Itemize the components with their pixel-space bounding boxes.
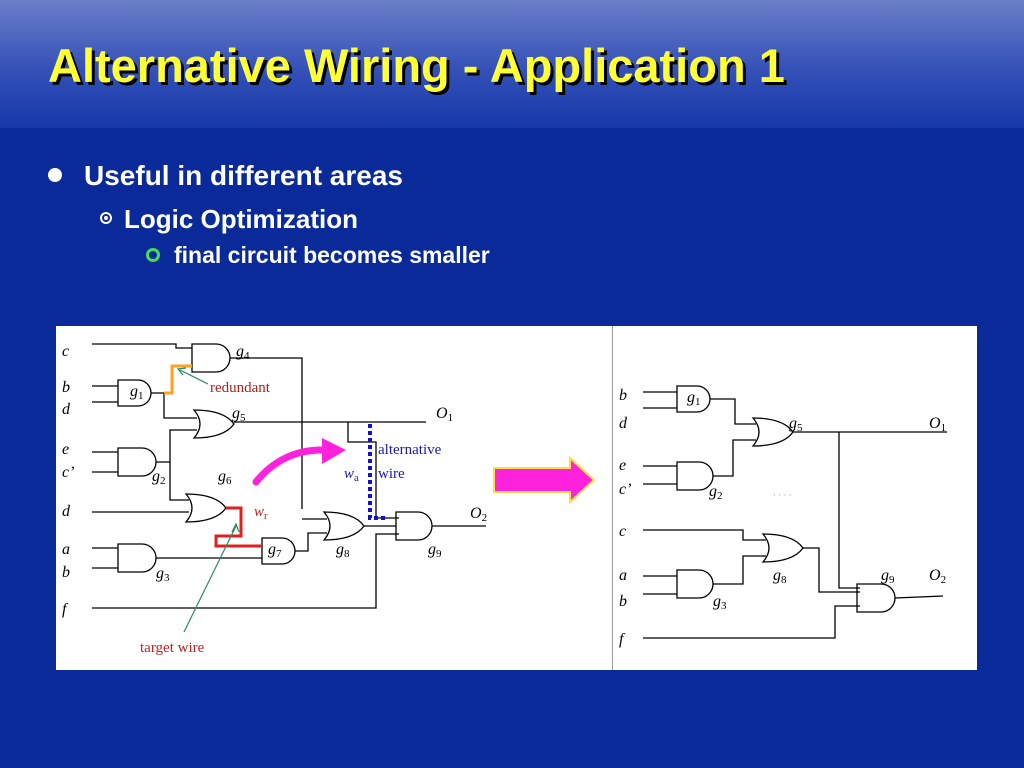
label-g2: g2 — [152, 468, 166, 487]
label-g6: g6 — [218, 468, 232, 487]
output-o2: O2 — [470, 505, 487, 524]
redundant-wire — [164, 364, 192, 395]
move-arrow-head — [322, 438, 346, 464]
bullet-ring-icon — [146, 247, 160, 262]
optimized-circuit-panel: b d e c’ c a b f g1 g5 g2 g8 g3 g9 O1 O2… — [612, 326, 977, 670]
redundant-pointer — [179, 369, 209, 385]
alternative-label-line1: alternative — [378, 442, 442, 458]
input-f: f — [62, 601, 69, 618]
label-g5: g5 — [232, 405, 246, 424]
gate-g2-and — [117, 447, 157, 477]
label-g3: g3 — [713, 593, 727, 612]
target-pointer — [183, 525, 237, 633]
bullet-level2: Logic Optimization — [100, 204, 358, 235]
input-d: d — [619, 415, 628, 432]
redundant-label: redundant — [210, 380, 271, 396]
original-circuit-diagram: c b d e c’ d a b f g4 g1 g5 g2 g6 g3 g7 … — [62, 343, 487, 656]
gate-g2-and — [676, 461, 714, 491]
label-g8: g8 — [336, 541, 350, 560]
input-b: b — [62, 379, 70, 396]
bullet-level1: Useful in different areas — [48, 160, 403, 192]
original-circuit-panel: c b d e c’ d a b f g4 g1 g5 g2 g6 g3 g7 … — [56, 326, 612, 670]
transform-arrow — [493, 456, 596, 505]
bullet-dot-icon — [48, 167, 62, 182]
input-b2: b — [619, 593, 627, 610]
slide-title: Alternative Wiring - Application 1 — [48, 39, 785, 92]
bullet-level3: final circuit becomes smaller — [146, 242, 490, 269]
bullet-level3-text: final circuit becomes smaller — [174, 242, 490, 268]
gate-g8-or — [761, 533, 804, 563]
label-g9: g9 — [428, 541, 442, 560]
label-g8: g8 — [773, 567, 787, 586]
gate-g7-and — [261, 537, 296, 565]
input-a: a — [62, 541, 70, 558]
target-wire — [214, 506, 262, 548]
input-d: d — [62, 401, 71, 418]
input-f: f — [619, 631, 626, 648]
optimized-circuit-diagram: b d e c’ c a b f g1 g5 g2 g8 g3 g9 O1 O2… — [619, 385, 947, 648]
alternative-label-line2: wire — [378, 466, 405, 482]
input-d2: d — [62, 503, 71, 520]
input-b: b — [619, 387, 627, 404]
wr-label: wr — [254, 504, 268, 522]
label-g5: g5 — [789, 415, 803, 434]
gate-g3-and — [676, 569, 714, 599]
output-o2: O2 — [929, 567, 946, 586]
gate-g5-or — [192, 409, 235, 439]
gate-g5-or — [751, 417, 794, 447]
label-g4: g4 — [236, 343, 250, 362]
gate-g1-and — [676, 385, 711, 413]
gate-g1-and — [117, 379, 152, 407]
transform-arrow-shape — [493, 456, 596, 505]
input-e: e — [62, 441, 69, 458]
gate-g6-or — [184, 493, 227, 523]
label-g3: g3 — [156, 565, 170, 584]
input-c: c — [619, 523, 626, 540]
faint-mark: · · · · — [773, 490, 792, 500]
input-c-prime: c’ — [62, 464, 74, 481]
output-o1: O1 — [929, 415, 946, 434]
gate-g3-and — [117, 543, 157, 573]
gate-g9-and — [856, 583, 896, 613]
label-g2: g2 — [709, 483, 723, 502]
move-arrow — [252, 446, 326, 486]
input-b2: b — [62, 564, 70, 581]
gate-g8-or — [322, 511, 365, 541]
label-g1: g1 — [130, 383, 144, 402]
input-a: a — [619, 567, 627, 584]
alternative-wire — [368, 424, 386, 520]
input-c: c — [62, 343, 69, 360]
input-c-prime: c’ — [619, 481, 631, 498]
target-wire-label: target wire — [140, 640, 205, 656]
label-g7: g7 — [268, 541, 282, 560]
label-g9: g9 — [881, 567, 895, 586]
output-o1: O1 — [436, 405, 453, 424]
gate-g9-and — [395, 511, 433, 541]
gate-g4-and — [191, 343, 231, 373]
bullet-level1-text: Useful in different areas — [84, 160, 403, 191]
bullet-level2-text: Logic Optimization — [124, 204, 358, 234]
label-g1: g1 — [687, 389, 701, 408]
title-bar — [0, 0, 1024, 128]
wa-label: wa — [344, 466, 359, 484]
input-e: e — [619, 457, 626, 474]
bullet-circle-icon — [100, 212, 112, 225]
